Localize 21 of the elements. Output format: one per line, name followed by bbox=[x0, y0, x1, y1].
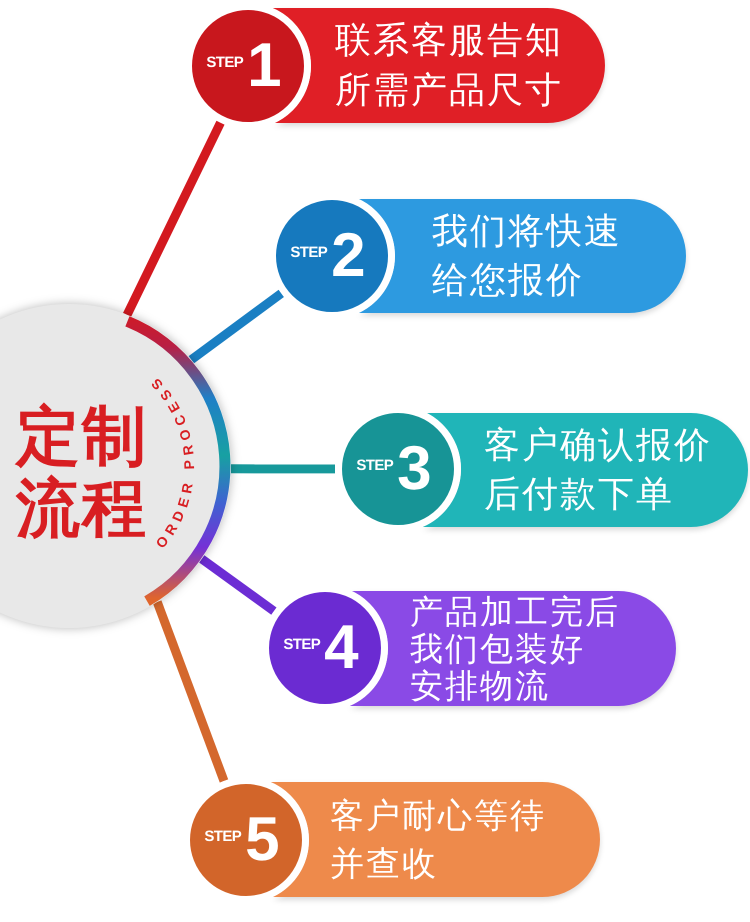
step-description: 客户确认报价后付款下单 bbox=[484, 424, 712, 517]
step-description: 我们将快速给您报价 bbox=[432, 210, 622, 303]
connector-line bbox=[123, 120, 225, 317]
step-description: 产品加工完后我们包装好安排物流 bbox=[410, 593, 620, 704]
step-label: STEP bbox=[356, 458, 394, 472]
step-number: 1 bbox=[247, 35, 282, 97]
connector-line bbox=[188, 290, 284, 364]
step-label: STEP bbox=[283, 636, 320, 652]
step-number: 4 bbox=[324, 617, 359, 679]
step-description: 客户耐心等待并查收 bbox=[330, 794, 546, 886]
step-number: 3 bbox=[397, 438, 432, 500]
connector-line bbox=[152, 600, 228, 783]
step-number: 2 bbox=[331, 225, 366, 287]
connector-line bbox=[231, 464, 335, 474]
step-number: 5 bbox=[245, 809, 280, 871]
step-label: STEP bbox=[204, 828, 242, 844]
step-label: STEP bbox=[290, 244, 328, 260]
step-label: STEP bbox=[206, 54, 244, 70]
hub-title: 定制流程 bbox=[16, 401, 148, 545]
connector-line bbox=[199, 555, 277, 615]
step-description: 联系客服告知所需产品尺寸 bbox=[335, 18, 563, 112]
